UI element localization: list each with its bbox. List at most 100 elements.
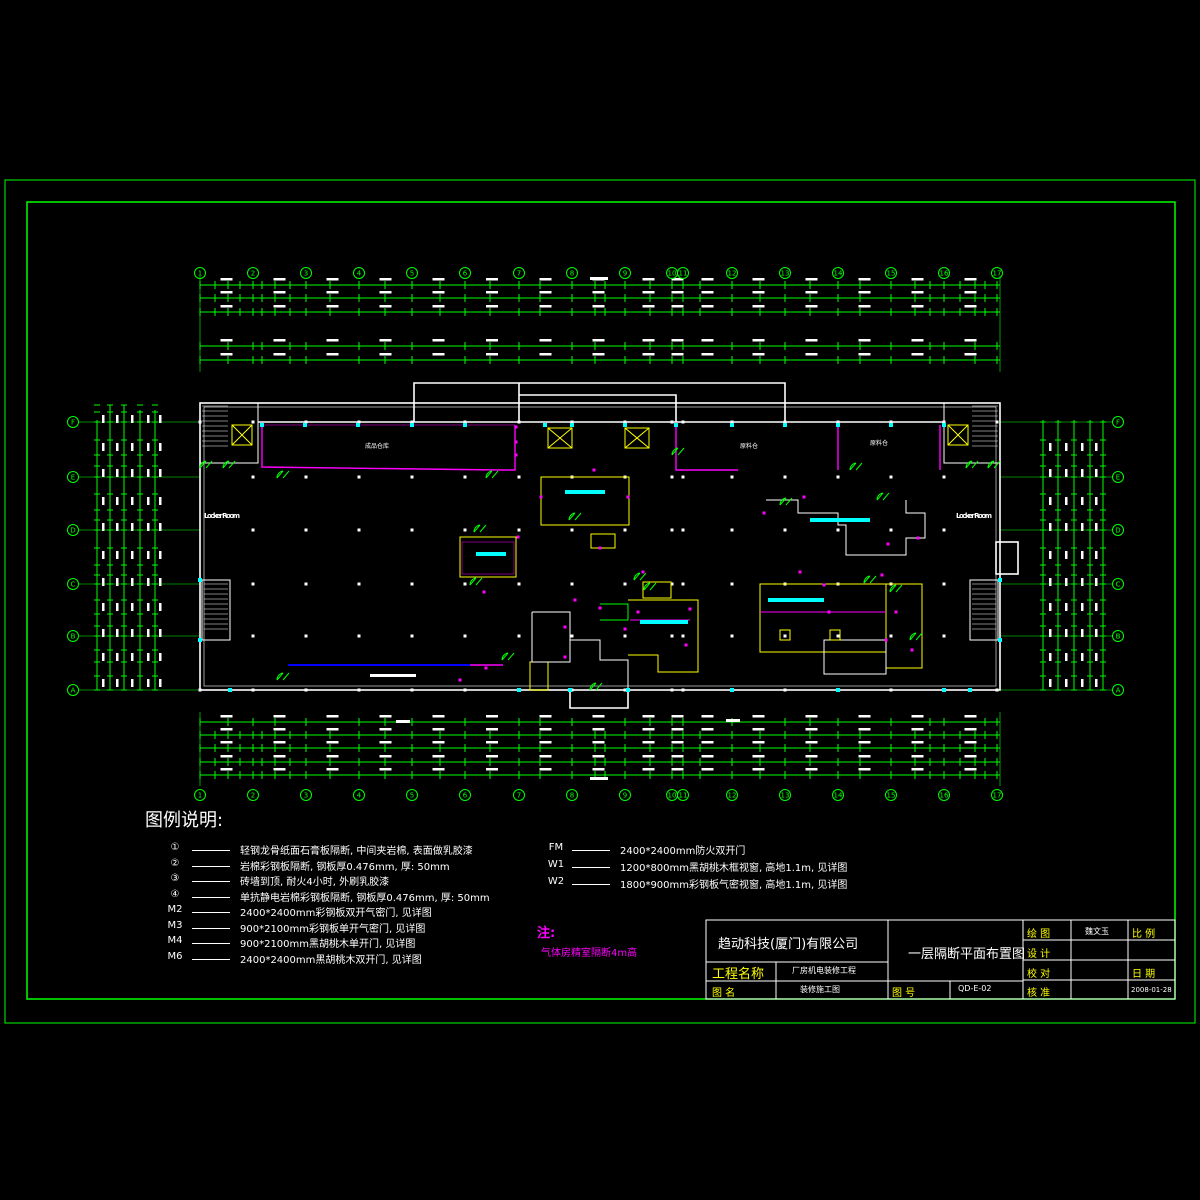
door-swing (779, 497, 793, 506)
side-dim-text (1065, 469, 1068, 477)
dim-text-mark (701, 305, 714, 308)
axis-bubble-bottom-15: 15 (885, 789, 897, 801)
column-dot (836, 475, 840, 479)
dim-text-mark (486, 291, 498, 294)
column-dot (942, 475, 946, 479)
equipment-rooms (459, 476, 926, 690)
svg-text:13: 13 (781, 792, 790, 800)
svg-text:B: B (1116, 633, 1121, 641)
outer-frame (4, 179, 1196, 1024)
axis-bubble-bottom-12: 12 (726, 789, 738, 801)
dim-text-mark (273, 305, 286, 308)
axis-bubble-bottom-2: 2 (247, 789, 259, 801)
dim-text-mark (671, 353, 684, 356)
magenta-tag (516, 535, 520, 539)
side-dim-text (159, 497, 162, 505)
room-label-material-2: 原料仓 (870, 439, 888, 447)
column-dot (570, 634, 574, 638)
magenta-tag (641, 570, 645, 574)
side-dim-text (131, 497, 134, 505)
dim-text-mark (273, 728, 286, 731)
column-dot (304, 528, 308, 532)
svg-text:10: 10 (668, 270, 677, 278)
side-dim-text (159, 679, 162, 687)
dim-text-mark (671, 768, 684, 771)
column-dot (251, 420, 255, 424)
side-dim-text (116, 578, 119, 586)
cyan-column (889, 423, 893, 427)
dim-text-mark (220, 278, 233, 281)
axis-bubble-right-A: A (1112, 684, 1124, 696)
axis-bubble-top-5: 5 (406, 267, 418, 279)
axis-bubble-bottom-7: 7 (513, 789, 525, 801)
svg-text:C: C (1116, 581, 1121, 589)
column-dot (463, 634, 467, 638)
side-dim-text (1081, 523, 1084, 531)
axis-bubble-left-A: A (67, 684, 79, 696)
room-label-warehouse: 成品仓库 (365, 442, 389, 450)
svg-text:11: 11 (679, 792, 688, 800)
stairs-and-shafts (199, 402, 1001, 691)
column-dot (357, 528, 361, 532)
dim-text-mark (326, 339, 339, 342)
cyan-column (942, 423, 946, 427)
column-dot (783, 420, 787, 424)
axis-bubble-top-14: 14 (832, 267, 844, 279)
side-dim-text (102, 469, 105, 477)
dim-text-mark (701, 728, 714, 731)
dim-text-mark (379, 741, 392, 744)
column-dot (463, 420, 467, 424)
dim-text-mark (642, 768, 655, 771)
axis-bubble-bottom-4: 4 (353, 789, 365, 801)
axis-bubble-bottom-17: 17 (991, 789, 1003, 801)
dim-text-mark (752, 728, 765, 731)
dim-text-mark (432, 741, 445, 744)
dim-text-mark (432, 305, 445, 308)
cyan-column (998, 638, 1002, 642)
axis-bubble-top-17: 17 (991, 267, 1003, 279)
dim-text-mark (964, 278, 977, 281)
side-dim-text (1049, 603, 1052, 611)
axis-bubble-bottom-5: 5 (406, 789, 418, 801)
svg-text:16: 16 (940, 792, 949, 800)
dim-text-mark (858, 305, 871, 308)
dim-text-mark (752, 339, 765, 342)
dim-text-mark (432, 755, 445, 758)
bottom-dimension-chains (200, 721, 1000, 776)
side-dim-text (1065, 523, 1068, 531)
door-swing (276, 672, 290, 681)
axis-bubble-top-16: 16 (938, 267, 950, 279)
dim-text-mark (642, 278, 655, 281)
dim-text-mark (432, 768, 445, 771)
svg-text:9: 9 (623, 270, 627, 278)
magenta-tag (894, 610, 898, 614)
side-dim-text (102, 629, 105, 637)
column-dot (198, 688, 202, 692)
magenta-tag (592, 468, 596, 472)
svg-text:11: 11 (679, 270, 688, 278)
axis-bubble-bottom-10: 10 (666, 789, 678, 801)
dim-text-mark (964, 291, 977, 294)
dim-text-mark (432, 291, 445, 294)
side-dim-text (1095, 469, 1098, 477)
door-swing (501, 652, 515, 661)
dim-text-mark (432, 715, 445, 718)
magenta-tag (910, 648, 914, 652)
column-dot (463, 688, 467, 692)
magenta-tag (598, 546, 602, 550)
side-dim-text (147, 415, 150, 423)
dim-text-mark (539, 768, 552, 771)
axis-bubble-bottom-13: 13 (779, 789, 791, 801)
locker-room-right-label: Locker Room (956, 512, 992, 520)
door-swing (987, 460, 1001, 469)
side-dim-text (102, 523, 105, 531)
side-dim-text (116, 443, 119, 451)
column-dot (681, 582, 685, 586)
dim-text-mark (379, 728, 392, 731)
column-dot (783, 475, 787, 479)
side-dim-text (1081, 629, 1084, 637)
side-dim-text (1065, 603, 1068, 611)
svg-text:15: 15 (887, 792, 896, 800)
svg-text:5: 5 (410, 792, 414, 800)
column-dot (730, 475, 734, 479)
